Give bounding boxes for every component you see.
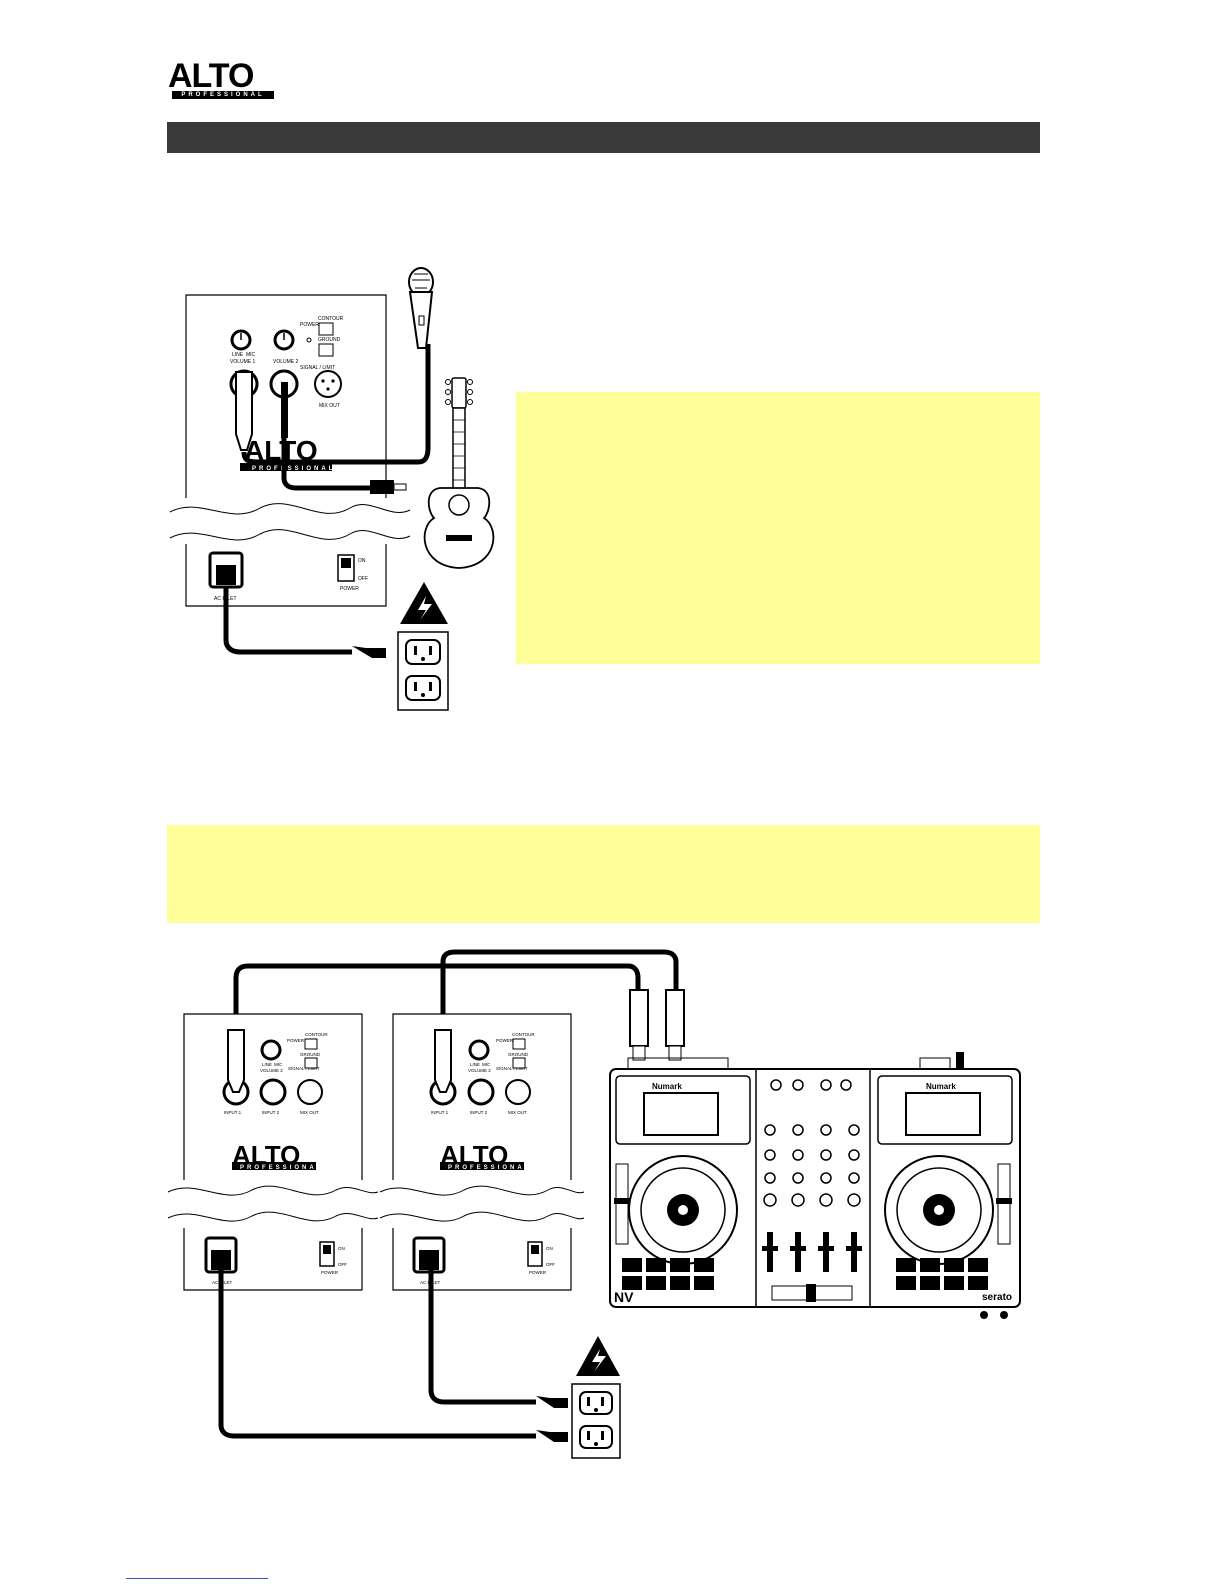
alto-logo: ALTO PROFESSIONAL: [168, 58, 278, 102]
power-cable: [223, 586, 352, 655]
speaker-a-power-label: POWER: [287, 1038, 305, 1043]
section-header-bar: [167, 122, 1040, 153]
volume-1-label: VOLUME 1: [230, 359, 256, 365]
speaker-a-line-label: LINE: [262, 1062, 272, 1067]
speaker-b-input-2-label: INPUT 2: [470, 1110, 488, 1115]
right-deck-screen: [905, 1092, 981, 1136]
logo-sub: PROFESSIONAL: [172, 91, 274, 99]
wall-outlet-icon: [571, 1383, 621, 1459]
logo-word: ALTO: [168, 57, 254, 95]
speaker-a-contour-label: CONTOUR: [305, 1032, 328, 1037]
right-deck-brand: Numark: [926, 1082, 956, 1091]
dj-controller: Numark NV Numark: [609, 1052, 1021, 1319]
speaker-b-volume-knob[interactable]: [468, 1039, 490, 1061]
speaker-b-volume-2-label: VOLUME 2: [468, 1068, 491, 1073]
speaker-a-panel: LINE MIC VOLUME 2 POWER CONTOUR GROUND S…: [167, 1013, 379, 1291]
speaker-a-input-2-jack[interactable]: [259, 1078, 287, 1106]
speaker-b-power-label: POWER: [496, 1038, 514, 1043]
left-deck-brand: Numark: [652, 1082, 682, 1091]
speaker-b-signal-label: SIGNAL / LIMIT: [496, 1066, 528, 1071]
contour-switch[interactable]: [318, 322, 334, 336]
speaker-b-contour-label: CONTOUR: [512, 1032, 535, 1037]
speaker-b-ground-label: GROUND: [508, 1052, 529, 1057]
speaker-b-ground-switch[interactable]: [512, 1057, 526, 1069]
ground-label: GROUND: [318, 337, 341, 343]
speaker-b-logo-sub: PROFESSIONAL: [448, 1165, 531, 1171]
left-deck-screen: [643, 1092, 719, 1136]
line-label: LINE: [232, 352, 244, 358]
xlr-cable-left: [233, 963, 641, 1030]
microphone-icon: [408, 267, 434, 349]
speaker-b-power-label-2: POWER: [529, 1270, 547, 1275]
guitar-icon: [423, 377, 495, 569]
speaker-b-off-label: OFF: [546, 1262, 555, 1267]
volume-2-knob[interactable]: [273, 329, 295, 351]
panel-logo-sub: PROFESSIONAL: [252, 466, 335, 472]
speaker-a-mic-label: MIC: [274, 1062, 283, 1067]
mic-label: MIC: [246, 352, 256, 358]
speaker-a-input-1-label: INPUT 1: [224, 1110, 242, 1115]
footer-link-underline[interactable]: [126, 1578, 268, 1579]
volume-1-knob[interactable]: [230, 329, 252, 351]
off-label: OFF: [358, 576, 368, 582]
guitar-cable: [281, 382, 407, 494]
speaker-a-off-label: OFF: [338, 1262, 347, 1267]
speaker-a-volume-2-label: VOLUME 2: [260, 1068, 283, 1073]
mix-out-label: MIX OUT: [319, 403, 340, 409]
power-led: [306, 337, 312, 343]
speaker-a-mix-out-label: MIX OUT: [300, 1110, 319, 1115]
note-box-2: [167, 825, 1040, 923]
speaker-b-input-2-jack[interactable]: [467, 1078, 495, 1106]
speaker-a-volume-knob[interactable]: [260, 1039, 282, 1061]
contour-label: CONTOUR: [318, 316, 344, 322]
speaker-a-power-cable: [218, 1270, 536, 1439]
speaker-b-mix-out-jack[interactable]: [505, 1079, 531, 1105]
speaker-a-contour-switch[interactable]: [304, 1038, 318, 1050]
speaker-b-power-cable: [428, 1270, 536, 1405]
speaker-b-mix-out-label: MIX OUT: [508, 1110, 527, 1115]
power-label: POWER: [300, 322, 319, 328]
speaker-b-input-1-label: INPUT 1: [431, 1110, 449, 1115]
speaker-a-input-2-label: INPUT 2: [262, 1110, 280, 1115]
speaker-a-on-label: ON: [338, 1246, 345, 1251]
speaker-a-logo-sub: PROFESSIONAL: [240, 1165, 323, 1171]
warning-lightning-icon: [576, 1336, 620, 1376]
speaker-a-ground-switch[interactable]: [304, 1057, 318, 1069]
signal-limit-label: SIGNAL / LIMIT: [300, 365, 335, 371]
ground-switch[interactable]: [318, 343, 334, 357]
controller-model: NV: [614, 1289, 634, 1305]
speaker-b-line-label: LINE: [470, 1062, 480, 1067]
speaker-b-mic-label: MIC: [482, 1062, 491, 1067]
mic-cable: [235, 344, 431, 465]
controller-software: serato: [982, 1292, 1012, 1303]
note-box-1: [516, 392, 1040, 664]
speaker-a-mix-out-jack[interactable]: [297, 1079, 323, 1105]
wall-outlet-icon: [397, 631, 449, 711]
speaker-a-signal-label: SIGNAL / LIMIT: [288, 1066, 320, 1071]
speaker-a-power-label-2: POWER: [321, 1270, 339, 1275]
volume-2-label: VOLUME 2: [273, 359, 299, 365]
mix-out-jack[interactable]: [314, 370, 342, 398]
speaker-b-contour-switch[interactable]: [512, 1038, 526, 1050]
speaker-b-panel: LINE MIC VOLUME 2 POWER CONTOUR GROUND S…: [379, 1013, 585, 1291]
xlr-cable-right: [440, 949, 679, 1030]
speaker-a-ground-label: GROUND: [300, 1052, 321, 1057]
power-switch-label: POWER: [340, 586, 359, 592]
speaker-b-on-label: ON: [546, 1246, 553, 1251]
warning-lightning-icon: [400, 582, 448, 624]
on-label: ON: [358, 558, 366, 564]
